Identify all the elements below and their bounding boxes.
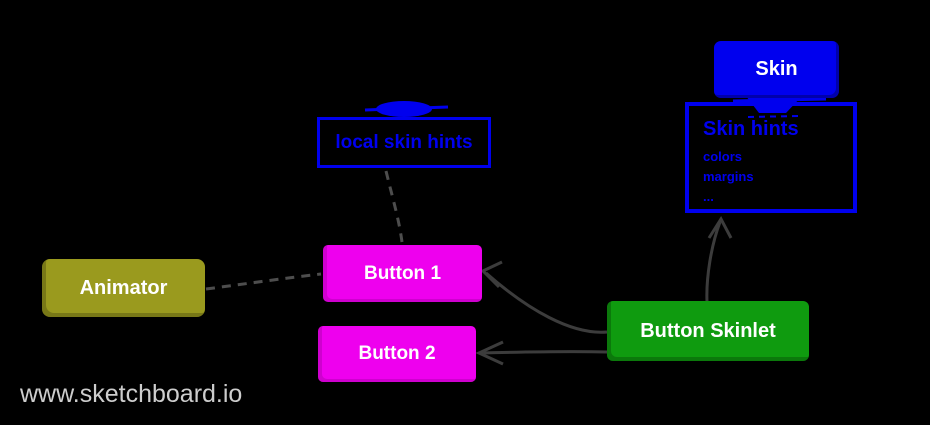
arrowhead-button2-icon bbox=[475, 340, 504, 366]
node-skin-label: Skin bbox=[755, 58, 798, 80]
node-animator-label: Animator bbox=[79, 276, 168, 299]
node-button-skinlet[interactable]: Button Skinlet bbox=[607, 301, 809, 361]
skin-hints-item: margins bbox=[703, 169, 754, 184]
node-button1[interactable]: Button 1 bbox=[323, 245, 482, 302]
arrowhead-skin-hints-icon bbox=[707, 216, 733, 239]
edge-local-skin-hints-button1[interactable] bbox=[384, 170, 404, 243]
node-animator[interactable]: Animator bbox=[42, 259, 205, 317]
node-button1-label: Button 1 bbox=[363, 262, 442, 284]
skin-connector-scribble bbox=[732, 97, 827, 103]
node-skin[interactable]: Skin bbox=[714, 41, 839, 98]
node-button-skinlet-label: Button Skinlet bbox=[640, 319, 776, 342]
skin-connector-scribble-dash bbox=[747, 115, 799, 118]
sketchboard-watermark: www.sketchboard.io bbox=[20, 380, 243, 408]
skin-hints-item: colors bbox=[703, 149, 743, 164]
edge-skinlet-skin-hints[interactable] bbox=[705, 221, 722, 303]
node-button2-label: Button 2 bbox=[358, 343, 436, 364]
node-local-skin-hints-label: local skin hints bbox=[335, 131, 473, 153]
skin-hints-item: ... bbox=[703, 189, 714, 204]
skin-hints-title: Skin hints bbox=[703, 118, 799, 140]
edge-animator-button1[interactable] bbox=[205, 272, 322, 291]
arrowhead-button1-icon bbox=[480, 260, 503, 289]
node-local-skin-hints[interactable]: local skin hints bbox=[317, 117, 491, 168]
local-skin-hints-scribble-line bbox=[364, 105, 449, 112]
node-skin-hints[interactable]: Skin hints colors margins ... bbox=[685, 102, 857, 213]
edge-skinlet-button1[interactable] bbox=[485, 271, 608, 334]
node-button2[interactable]: Button 2 bbox=[318, 326, 476, 382]
edge-skinlet-button2[interactable] bbox=[480, 350, 608, 355]
